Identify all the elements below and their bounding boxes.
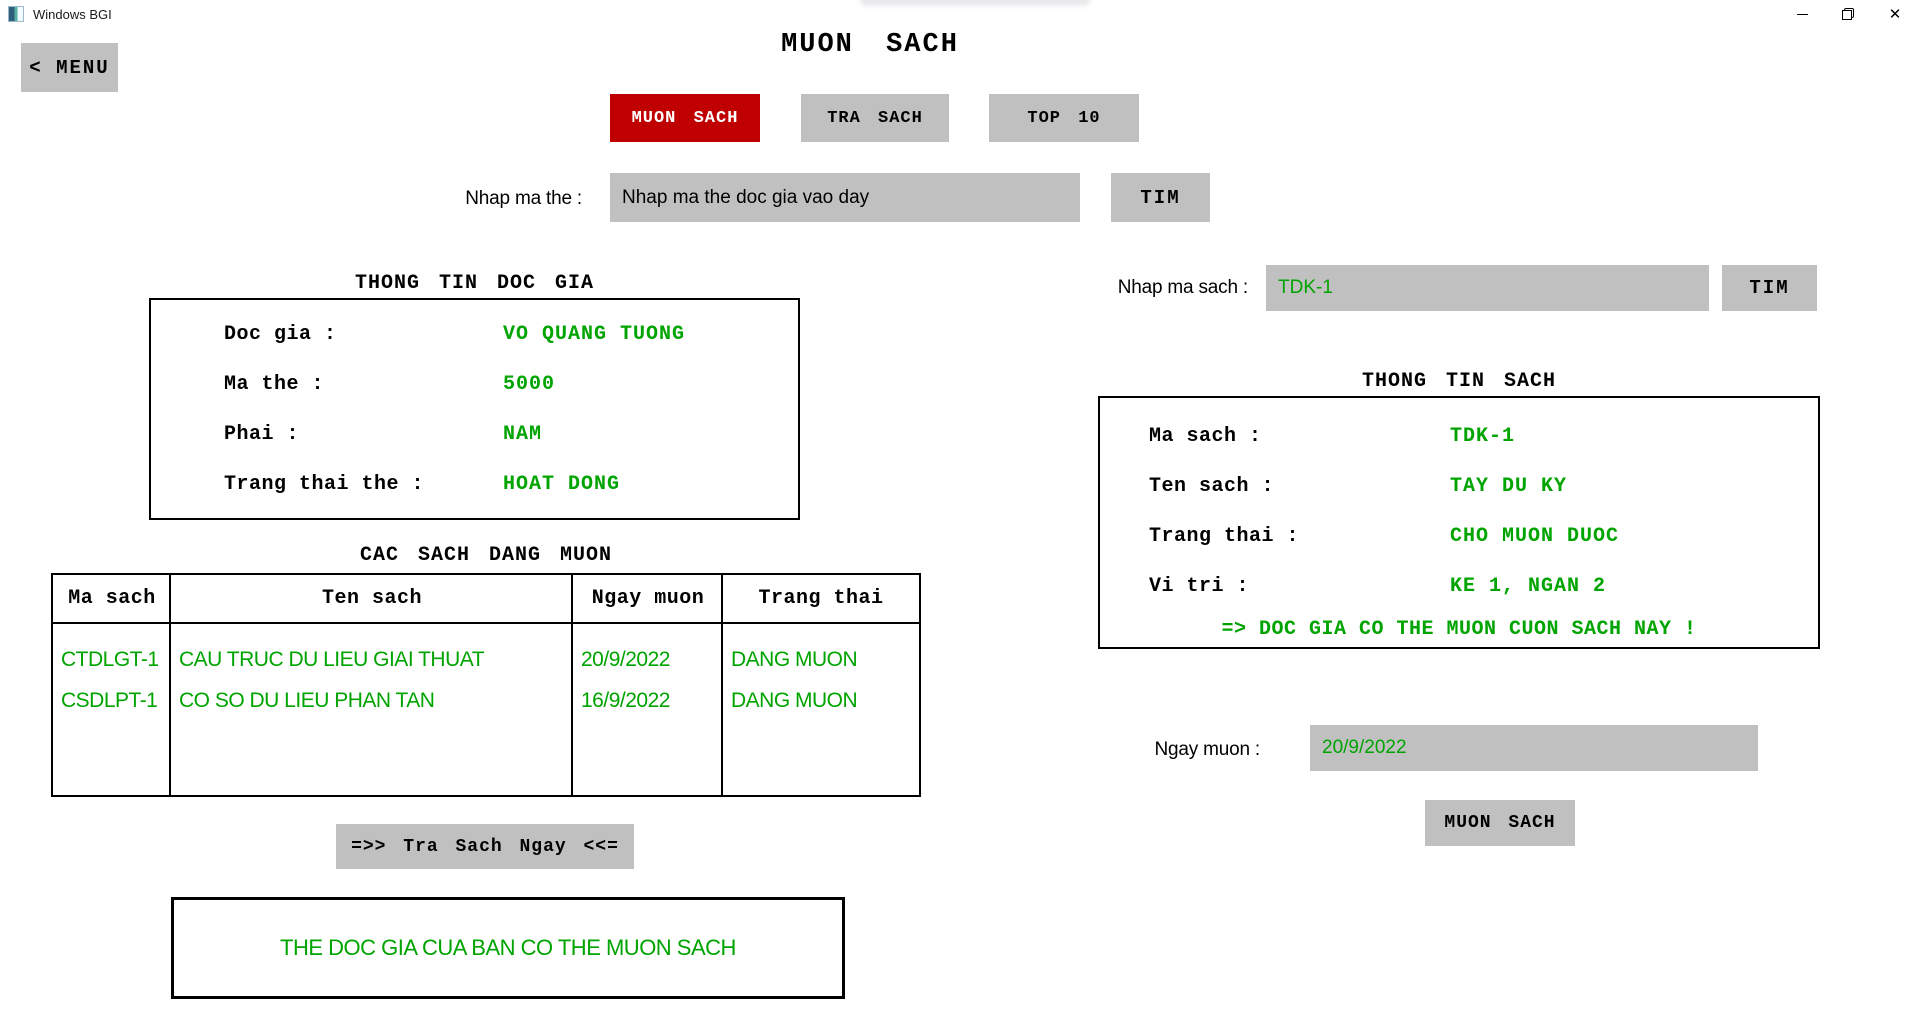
field-label: Doc gia : [224, 323, 337, 346]
book-info-title: THONG TIN SACH [1361, 370, 1557, 393]
column-divider [721, 575, 723, 795]
field-label: Ten sach : [1149, 475, 1275, 498]
minimize-icon [1796, 13, 1808, 15]
column-header: Ngay muon [591, 587, 705, 610]
borrowed-books-table: Ma sach Ten sach Ngay muon Trang thai CT… [51, 573, 921, 797]
field-value: TDK-1 [1450, 425, 1516, 448]
screen-edge-artifact [860, 0, 1090, 6]
column-divider [571, 575, 573, 795]
status-message: THE DOC GIA CUA BAN CO THE MUON SACH [280, 935, 736, 960]
field-label: Trang thai the : [224, 473, 425, 496]
table-row: CSDLPT-1 CO SO DU LIEU PHAN TAN 16/9/202… [53, 689, 919, 713]
book-code-input[interactable] [1266, 265, 1709, 311]
return-book-button[interactable]: =>> Tra Sach Ngay <<= [336, 824, 634, 869]
member-card-input[interactable] [610, 173, 1080, 222]
field-label: Vi tri : [1149, 575, 1250, 598]
cell-ten-sach: CO SO DU LIEU PHAN TAN [179, 689, 435, 712]
borrow-date-input[interactable] [1310, 725, 1758, 771]
column-header: Ten sach [321, 587, 422, 610]
member-card-label: Nhap ma the : [465, 188, 582, 209]
title-bar: Windows BGI ✕ [0, 0, 1920, 28]
field-value: TAY DU KY [1450, 475, 1568, 498]
book-info-box: Ma sach : TDK-1 Ten sach : TAY DU KY Tra… [1098, 396, 1820, 649]
field-value: CHO MUON DUOC [1450, 525, 1620, 548]
menu-button[interactable]: < MENU [21, 43, 118, 92]
field-value: HOAT DONG [503, 473, 621, 496]
field-value: NAM [503, 423, 543, 446]
book-code-label: Nhap ma sach : [1117, 277, 1248, 298]
reader-info-box: Doc gia : VO QUANG TUONG Ma the : 5000 P… [149, 298, 800, 520]
column-header: Ma sach [68, 587, 156, 610]
find-book-button[interactable]: TIM [1722, 265, 1817, 311]
page-title: MUON SACH [781, 30, 959, 60]
reader-info-title: THONG TIN DOC GIA [354, 272, 595, 295]
cell-trang-thai: DANG MUON [731, 648, 858, 671]
field-label: Ma sach : [1149, 425, 1262, 448]
column-divider [169, 575, 171, 795]
window-title: Windows BGI [33, 7, 112, 22]
restore-icon [1842, 8, 1854, 20]
tab-top-10[interactable]: TOP 10 [989, 94, 1139, 142]
app-icon [8, 6, 24, 22]
cell-ngay-muon: 20/9/2022 [581, 648, 670, 671]
table-header-row: Ma sach Ten sach Ngay muon Trang thai [53, 575, 919, 624]
restore-button[interactable] [1825, 0, 1871, 28]
cell-ma-sach: CSDLPT-1 [61, 689, 158, 712]
borrow-book-button[interactable]: MUON SACH [1425, 800, 1575, 846]
column-header: Trang thai [758, 587, 884, 610]
field-value: 5000 [503, 373, 556, 396]
cell-ngay-muon: 16/9/2022 [581, 689, 670, 712]
tab-muon-sach[interactable]: MUON SACH [610, 94, 760, 142]
cell-trang-thai: DANG MUON [731, 689, 858, 712]
book-availability-note: => DOC GIA CO THE MUON CUON SACH NAY ! [1221, 618, 1697, 641]
cell-ma-sach: CTDLGT-1 [61, 648, 159, 671]
borrow-date-label: Ngay muon : [1154, 739, 1260, 760]
close-icon: ✕ [1888, 5, 1902, 23]
borrowed-books-title: CAC SACH DANG MUON [359, 544, 613, 567]
field-value: KE 1, NGAN 2 [1450, 575, 1607, 598]
table-row: CTDLGT-1 CAU TRUC DU LIEU GIAI THUAT 20/… [53, 648, 919, 672]
field-label: Phai : [224, 423, 300, 446]
minimize-button[interactable] [1779, 0, 1825, 28]
field-label: Trang thai : [1149, 525, 1300, 548]
field-label: Ma the : [224, 373, 325, 396]
tab-tra-sach[interactable]: TRA SACH [801, 94, 949, 142]
find-member-button[interactable]: TIM [1111, 173, 1210, 222]
field-value: VO QUANG TUONG [503, 323, 686, 346]
status-message-box: THE DOC GIA CUA BAN CO THE MUON SACH [171, 897, 845, 999]
close-button[interactable]: ✕ [1872, 0, 1918, 28]
cell-ten-sach: CAU TRUC DU LIEU GIAI THUAT [179, 648, 485, 671]
